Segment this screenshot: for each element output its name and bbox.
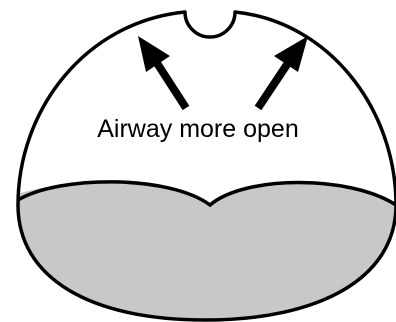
left-arrow [138, 36, 186, 108]
lower-filled-region [0, 182, 396, 322]
right-arrow [258, 36, 308, 108]
diagram-caption: Airway more open [97, 115, 298, 143]
